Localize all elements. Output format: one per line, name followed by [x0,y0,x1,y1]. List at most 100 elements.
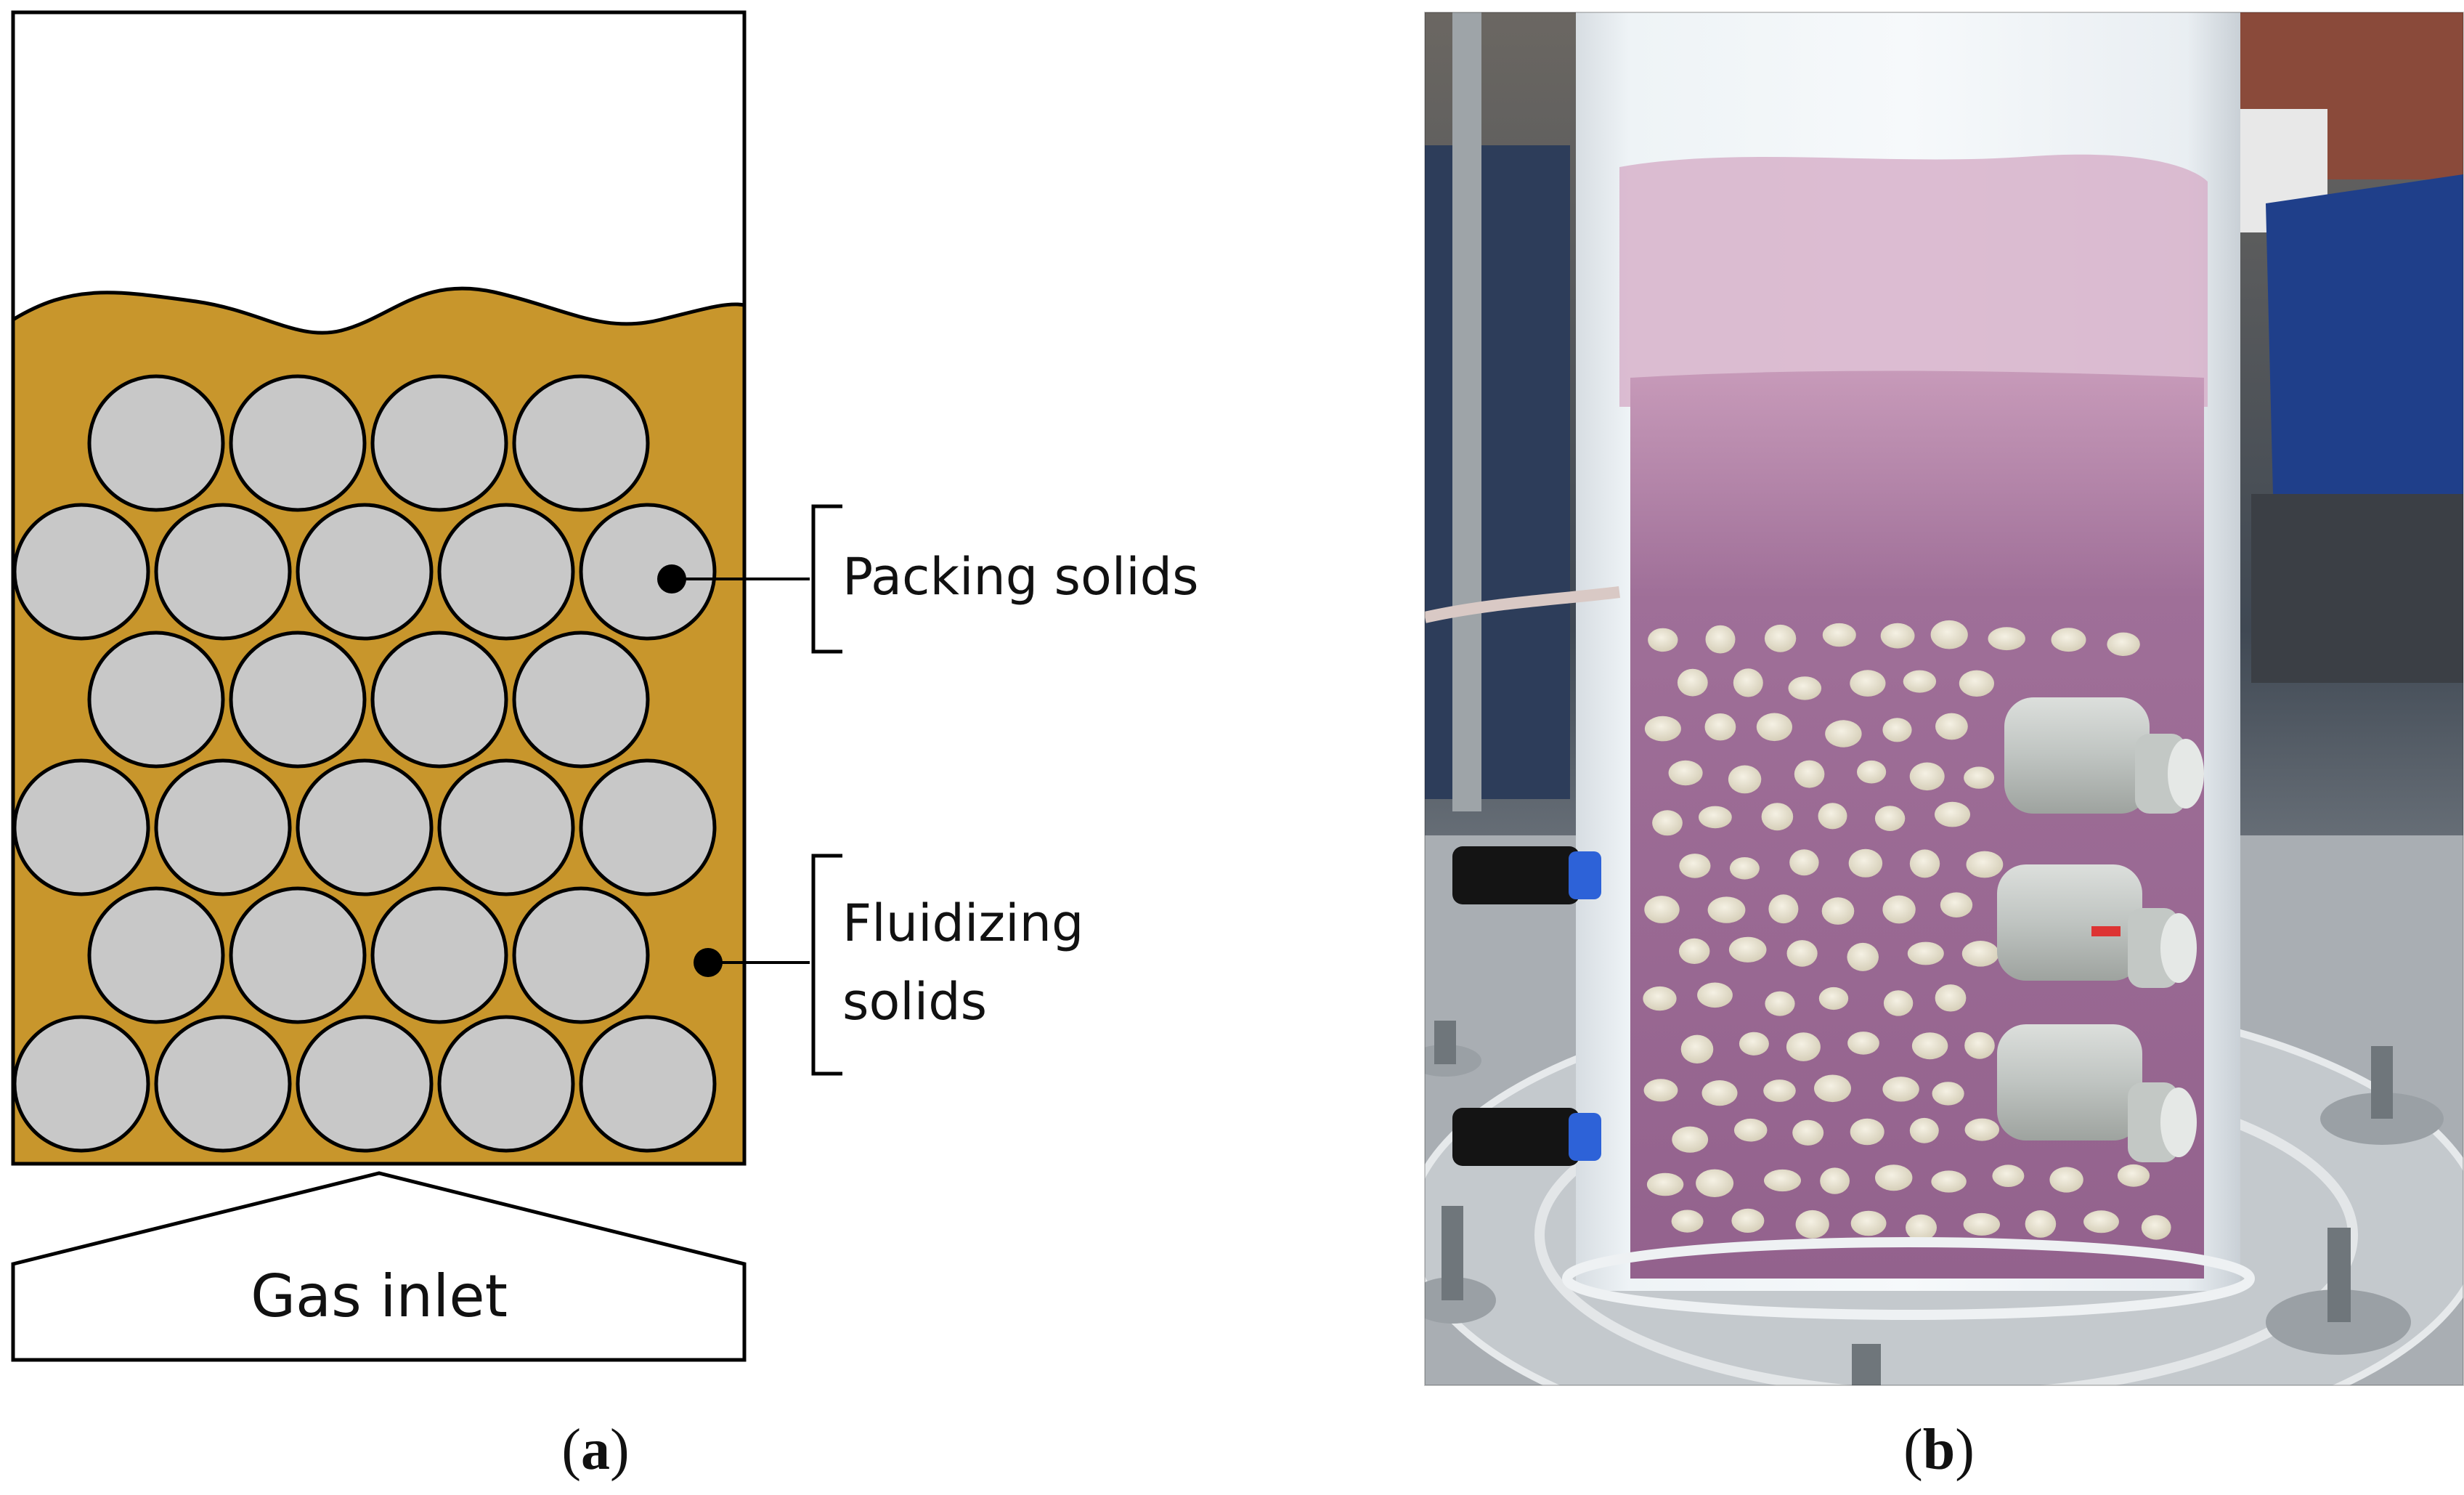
packing-sphere [12,503,150,641]
packing-sphere-photo [1733,668,1763,697]
packing-sphere-photo [1643,986,1677,1011]
packing-sphere-photo [1644,896,1680,923]
packing-sphere-photo [1672,1126,1709,1153]
caption-a-letter: a [581,1418,610,1482]
packing-sphere [229,374,367,512]
packing-sphere-photo [1733,1118,1768,1142]
packing-sphere [87,886,225,1024]
packing-sphere [579,503,717,641]
packing-sphere [296,758,434,896]
packing-sphere-photo [1818,803,1847,830]
panel-b-photo [1425,12,2463,1385]
base-bolts [1425,1021,2444,1385]
packing-sphere-photo [1728,936,1767,963]
packing-sphere-photo [1794,760,1825,788]
packing-sphere-photo [1731,1208,1765,1233]
packing-solids-group [12,374,717,1153]
packing-sphere-photo [1963,1212,2000,1236]
packing-sphere-photo [2083,1210,2119,1233]
packing-sphere-photo [1882,718,1912,742]
packing-sphere-photo [2117,1164,2150,1187]
fluidizing-bracket [811,854,842,1076]
packing-sphere-photo [1907,941,1944,965]
packing-sphere [512,631,650,769]
packing-sphere-photo [1668,760,1703,786]
caption-a-open: ( [561,1418,581,1482]
packing-sphere-photo [1739,1032,1769,1056]
packing-sphere [229,631,367,769]
packing-sphere-photo [1992,1164,2025,1187]
caption-b-open: ( [1903,1418,1923,1482]
packing-sphere-photo [2025,1210,2057,1238]
packing-sphere-photo [1935,801,1970,827]
machinery-left [1425,145,1570,799]
packing-solids-label: Packing solids [842,547,1199,607]
packing-sphere [229,886,367,1024]
packing-sphere-photo [1848,848,1883,878]
caption-b-letter: b [1923,1418,1956,1482]
caption-b-close: ) [1955,1418,1975,1482]
packing-sphere-photo [1935,984,1967,1012]
gas-inlet-box [11,1171,747,1362]
packing-sphere-photo [1850,670,1886,697]
packing-sphere-photo [1961,941,1999,967]
panel-a-schematic: Gas inlet Packing solids Fluidizing soli… [11,10,1199,1482]
packing-sphere [370,631,508,769]
packing-sphere-photo [1646,1172,1684,1196]
caption-a-close: ) [610,1418,630,1482]
packing-sphere-photo [1935,713,1968,740]
packing-sphere-photo [1679,854,1711,878]
side-fittings [1997,697,2204,1162]
packing-sphere-photo [2107,632,2140,656]
packing-sphere [437,1015,575,1153]
packing-sphere-photo [1883,990,1914,1016]
packing-sphere-photo [1822,623,1856,647]
packing-sphere [296,1015,434,1153]
packing-sphere-photo [1850,1118,1884,1146]
packing-sphere-photo [1768,894,1799,924]
packing-sphere-photo [1820,1167,1850,1194]
packing-sphere-photo [1850,1210,1887,1236]
packing-sphere [437,503,575,641]
packing-sphere-photo [1707,896,1746,923]
blue-machine-right [2266,174,2463,509]
packing-sphere [154,503,292,641]
packing-sphere-photo [1705,625,1736,654]
packing-sphere-photo [1814,1074,1851,1103]
packing-sphere-photo [1696,1169,1734,1198]
packing-sphere-photo [1847,1032,1879,1055]
packing-sphere [512,886,650,1024]
packing-sphere [437,758,575,896]
packing-sphere-photo [1909,849,1940,878]
tube-bottom-rim [1562,1237,2255,1320]
machine-base-right [2251,494,2463,683]
packing-sphere [512,374,650,512]
packing-sphere [370,886,508,1024]
black-connectors [1452,846,1601,1166]
packing-sphere-photo [1648,628,1678,652]
photo-border [1424,12,2464,1386]
pipe-left [1452,12,1481,811]
sensor-tubing [1425,586,1620,623]
packing-sphere-photo [1764,1169,1801,1192]
packing-sphere-photo [1729,857,1760,880]
packing-sphere-photo [1788,676,1822,700]
packing-sphere [579,1015,717,1153]
packing-bracket [811,504,842,654]
packing-sphere-photo [1931,1170,1967,1193]
packing-sphere-photo [1761,803,1794,831]
packing-sphere [12,1015,150,1153]
packing-sphere-photo [1874,806,1906,831]
packing-sphere-photo [1644,716,1681,742]
packing-sphere-photo [2049,1167,2083,1193]
packing-sphere-photo [2141,1215,2171,1240]
packing-sphere-photo [1880,623,1915,649]
packing-sphere [370,374,508,512]
gas-inlet-label: Gas inlet [251,1263,508,1330]
packing-sphere-photo [1728,765,1762,794]
packing-sphere [154,1015,292,1153]
packing-sphere-photo [1906,1214,1937,1241]
fitting-upper [2004,697,2204,814]
fitting-lower [1997,1024,2197,1162]
